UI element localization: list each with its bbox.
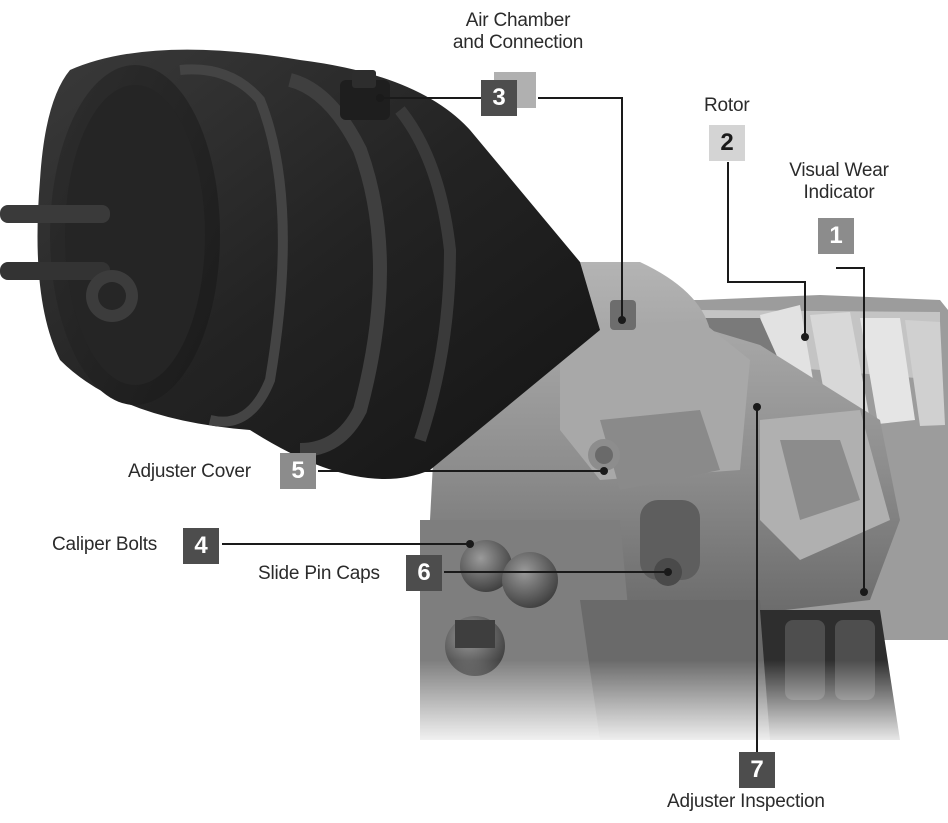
leader-dot-6	[664, 568, 672, 576]
leader-dot-1	[860, 588, 868, 596]
badge-6: 6	[406, 555, 442, 591]
air-chamber-shape	[0, 49, 600, 479]
leader-dot-3	[376, 94, 384, 102]
leader-dot-5	[600, 467, 608, 475]
label-rotor: Rotor	[704, 95, 750, 116]
badge-3: 3	[481, 80, 517, 116]
leader-dot-4	[466, 540, 474, 548]
label-adjuster-cover: Adjuster Cover	[128, 461, 251, 482]
leader-lines	[222, 97, 865, 757]
badge-7: 7	[739, 752, 775, 788]
badge-4: 4	[183, 528, 219, 564]
leader-dot-7	[753, 403, 761, 411]
leader-line-3b	[538, 97, 623, 320]
leader-dot-2	[801, 333, 809, 341]
label-slide-pin-caps: Slide Pin Caps	[258, 563, 380, 584]
badge-5: 5	[280, 453, 316, 489]
leader-dots	[376, 94, 868, 596]
label-air-chamber: Air Chamber and Connection	[452, 10, 584, 53]
leader-line-1	[836, 267, 865, 590]
leader-dot-3b	[618, 316, 626, 324]
label-caliper-bolts: Caliper Bolts	[52, 534, 158, 555]
bottom-fade	[380, 660, 948, 750]
badge-1: 1	[818, 218, 854, 254]
leader-line-2	[727, 162, 806, 337]
badge-2: 2	[709, 125, 745, 161]
label-visual-wear-indicator: Visual Wear Indicator	[789, 160, 889, 203]
label-adjuster-inspection: Adjuster Inspection	[667, 791, 825, 812]
